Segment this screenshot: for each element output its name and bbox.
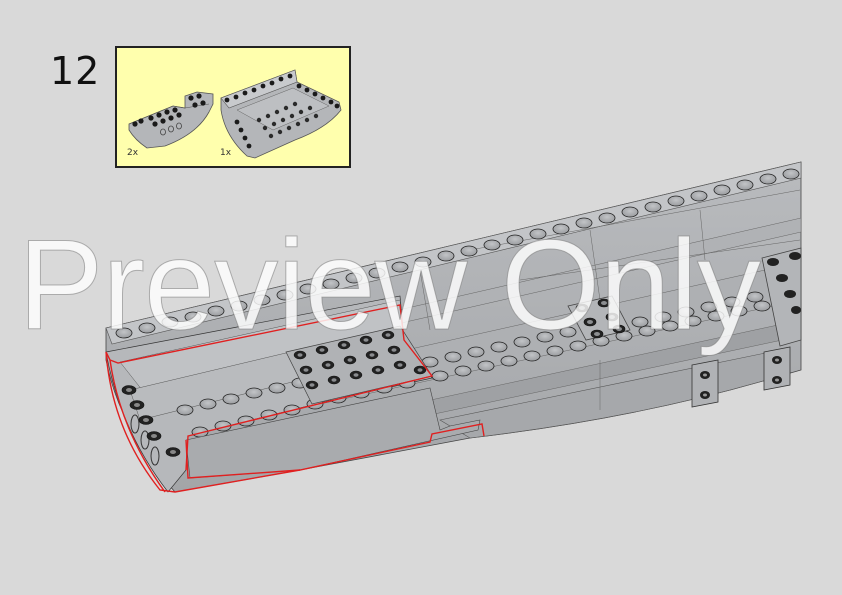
new-parts-highlight (105, 295, 485, 493)
right-slope-plate (761, 247, 802, 347)
parts-illustration (128, 69, 342, 159)
part-quantity-small: 2x (127, 148, 139, 158)
part-quantity-large: 1x (220, 148, 232, 158)
step-number: 12 (50, 49, 101, 93)
parts-callout-box: 2x 1x (115, 46, 351, 168)
part-large-slope-icon (220, 69, 342, 159)
middle-stud-rows (421, 291, 794, 382)
part-small-slope-icon (128, 91, 214, 149)
top-stud-row (115, 168, 800, 339)
small-plate-2x2 (567, 295, 631, 341)
bracket-left (691, 359, 719, 408)
bracket-right (763, 346, 791, 391)
